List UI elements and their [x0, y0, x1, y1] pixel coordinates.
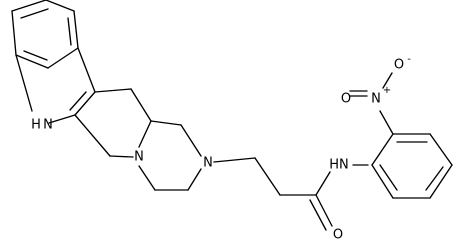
nitro-n-label: N [371, 92, 381, 107]
propanamide-chain [213, 157, 333, 231]
bond [74, 114, 111, 157]
carbonyl-o-label: O [333, 228, 343, 243]
bond [429, 164, 453, 199]
bond [138, 165, 156, 191]
bond [15, 54, 33, 112]
bond [109, 155, 134, 158]
bond [371, 133, 394, 166]
bond [73, 10, 79, 49]
indole-benzene-ring [11, 0, 79, 69]
bond [48, 114, 76, 124]
bond [94, 88, 132, 93]
bond [74, 91, 96, 116]
bond [187, 168, 202, 191]
double-bond-inner [425, 166, 444, 191]
bond [180, 124, 202, 157]
double-bond-inner [379, 164, 398, 191]
double-bond-inner [309, 199, 327, 231]
bond [254, 157, 281, 196]
bond [130, 88, 152, 122]
bond [213, 157, 256, 163]
bond [47, 47, 79, 69]
bond [379, 110, 394, 135]
bond [150, 120, 182, 126]
bond [77, 47, 96, 93]
carbonyl-bond [315, 194, 333, 227]
indole-n-label: N [43, 118, 53, 133]
nitrophenyl-ring [349, 72, 453, 199]
nitro-plus-label: + [383, 85, 391, 96]
nitro-o-label-left: O [341, 92, 351, 107]
amide-hn-label: HN [329, 158, 349, 173]
double-bond-inner [23, 50, 48, 61]
double-bond-inner [20, 8, 49, 19]
double-bond-inner [69, 91, 87, 111]
bond [15, 54, 49, 69]
pyrrole-ring [15, 47, 96, 124]
bond [138, 120, 152, 148]
bond [11, 0, 47, 12]
bond [315, 171, 331, 196]
nitro-o-label-top: O [394, 58, 404, 73]
double-bond-inner [67, 17, 72, 46]
bond [371, 164, 394, 199]
indole-nh-label: H [31, 118, 41, 133]
bond [45, 0, 75, 12]
ring-n2-label: N [203, 156, 213, 171]
nitro-bond [382, 72, 393, 89]
nitro-minus-label: - [407, 54, 411, 65]
bond [429, 133, 453, 166]
bond [11, 10, 17, 56]
ring-n1-label: N [134, 150, 144, 165]
fused-rings [74, 88, 202, 191]
